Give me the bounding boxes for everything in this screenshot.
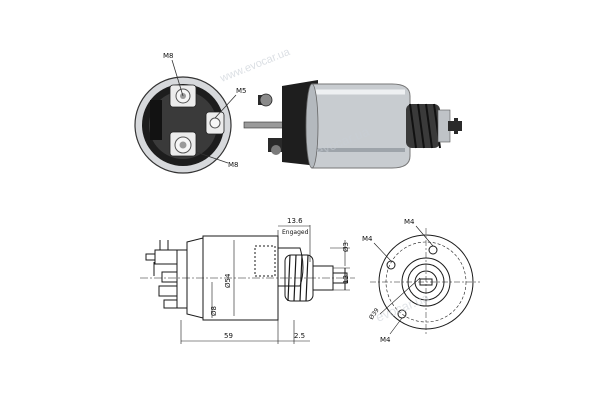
- dim-gap: 2.5: [294, 332, 305, 340]
- hole-label-top: M4: [404, 218, 415, 226]
- dim-pin-len: 13: [342, 275, 350, 284]
- hole-top-right: [428, 245, 438, 255]
- watermark-1: www.evocar.ua: [218, 46, 293, 86]
- hole-label-bottom: M4: [380, 336, 391, 344]
- dim-body-dia: Ø54: [224, 273, 232, 288]
- dim-pin-dia: Ø3: [342, 242, 350, 252]
- watermark-3: evocar.ua: [374, 289, 433, 324]
- photo-end-view: M8 M5 M8: [134, 52, 247, 174]
- dim-body-dia2: Ø8: [210, 306, 218, 316]
- drawing-end-view: [370, 225, 480, 335]
- dimension-lines: [180, 225, 350, 344]
- terminal-right: [205, 111, 225, 135]
- photo-label-right: M5: [236, 87, 247, 95]
- photo-side-view: [243, 80, 462, 169]
- photo-label-top: M8: [163, 52, 174, 60]
- photo-label-bottom: M8: [228, 161, 239, 169]
- drawing-side-view: [140, 235, 355, 321]
- terminal-bottom: [169, 131, 197, 157]
- hole-label-left: M4: [362, 235, 373, 243]
- dim-body-len: 59: [224, 332, 233, 340]
- dim-engaged: Engaged: [282, 229, 309, 236]
- dim-stroke: 13.6: [287, 217, 303, 225]
